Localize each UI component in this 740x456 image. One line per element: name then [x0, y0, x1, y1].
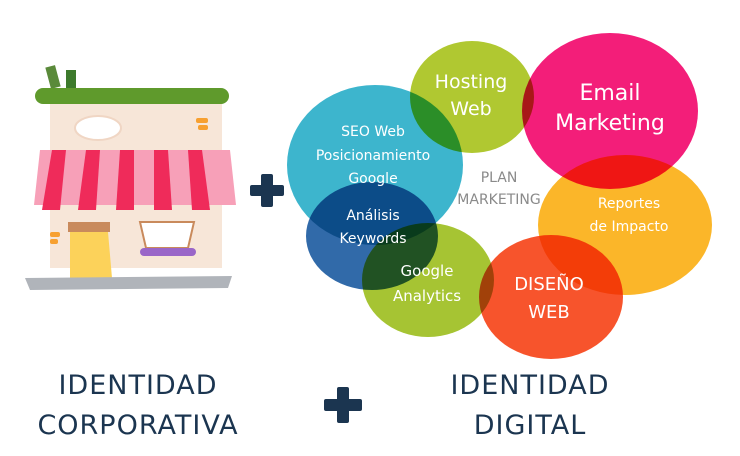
email-label: Email [579, 81, 640, 106]
hosting-label: Web [450, 98, 491, 120]
caption-line: IDENTIDAD [450, 370, 610, 401]
email-label: Marketing [555, 111, 665, 136]
seo-label: Google [348, 171, 397, 187]
caption-corporativa: IDENTIDAD CORPORATIVA [10, 366, 266, 446]
seo-label: Posicionamiento [316, 148, 430, 164]
hosting-label: Hosting [435, 71, 508, 93]
caption-line: DIGITAL [473, 410, 587, 441]
diseno-label: WEB [528, 302, 570, 323]
center-label: PLAN [481, 170, 518, 186]
analytics-label: Google [401, 262, 454, 280]
seo-label: SEO Web [341, 124, 405, 140]
analisis-label: Análisis [346, 208, 399, 224]
caption-line: IDENTIDAD [58, 370, 218, 401]
plus-icon [250, 174, 284, 207]
bubble-email [522, 33, 698, 189]
bubble-diseno [479, 235, 623, 359]
bubble-analytics [362, 223, 494, 337]
center-label: MARKETING [457, 192, 540, 208]
caption-line: CORPORATIVA [37, 410, 239, 441]
storefront-illustration [25, 65, 236, 290]
diseno-label: DISEÑO [514, 273, 584, 295]
analisis-label: Keywords [339, 231, 406, 247]
caption-digital: IDENTIDAD DIGITAL [420, 366, 640, 446]
analytics-label: Analytics [393, 287, 461, 305]
plus-icon [324, 387, 362, 423]
reportes-label: de Impacto [590, 219, 669, 235]
reportes-label: Reportes [598, 196, 660, 212]
